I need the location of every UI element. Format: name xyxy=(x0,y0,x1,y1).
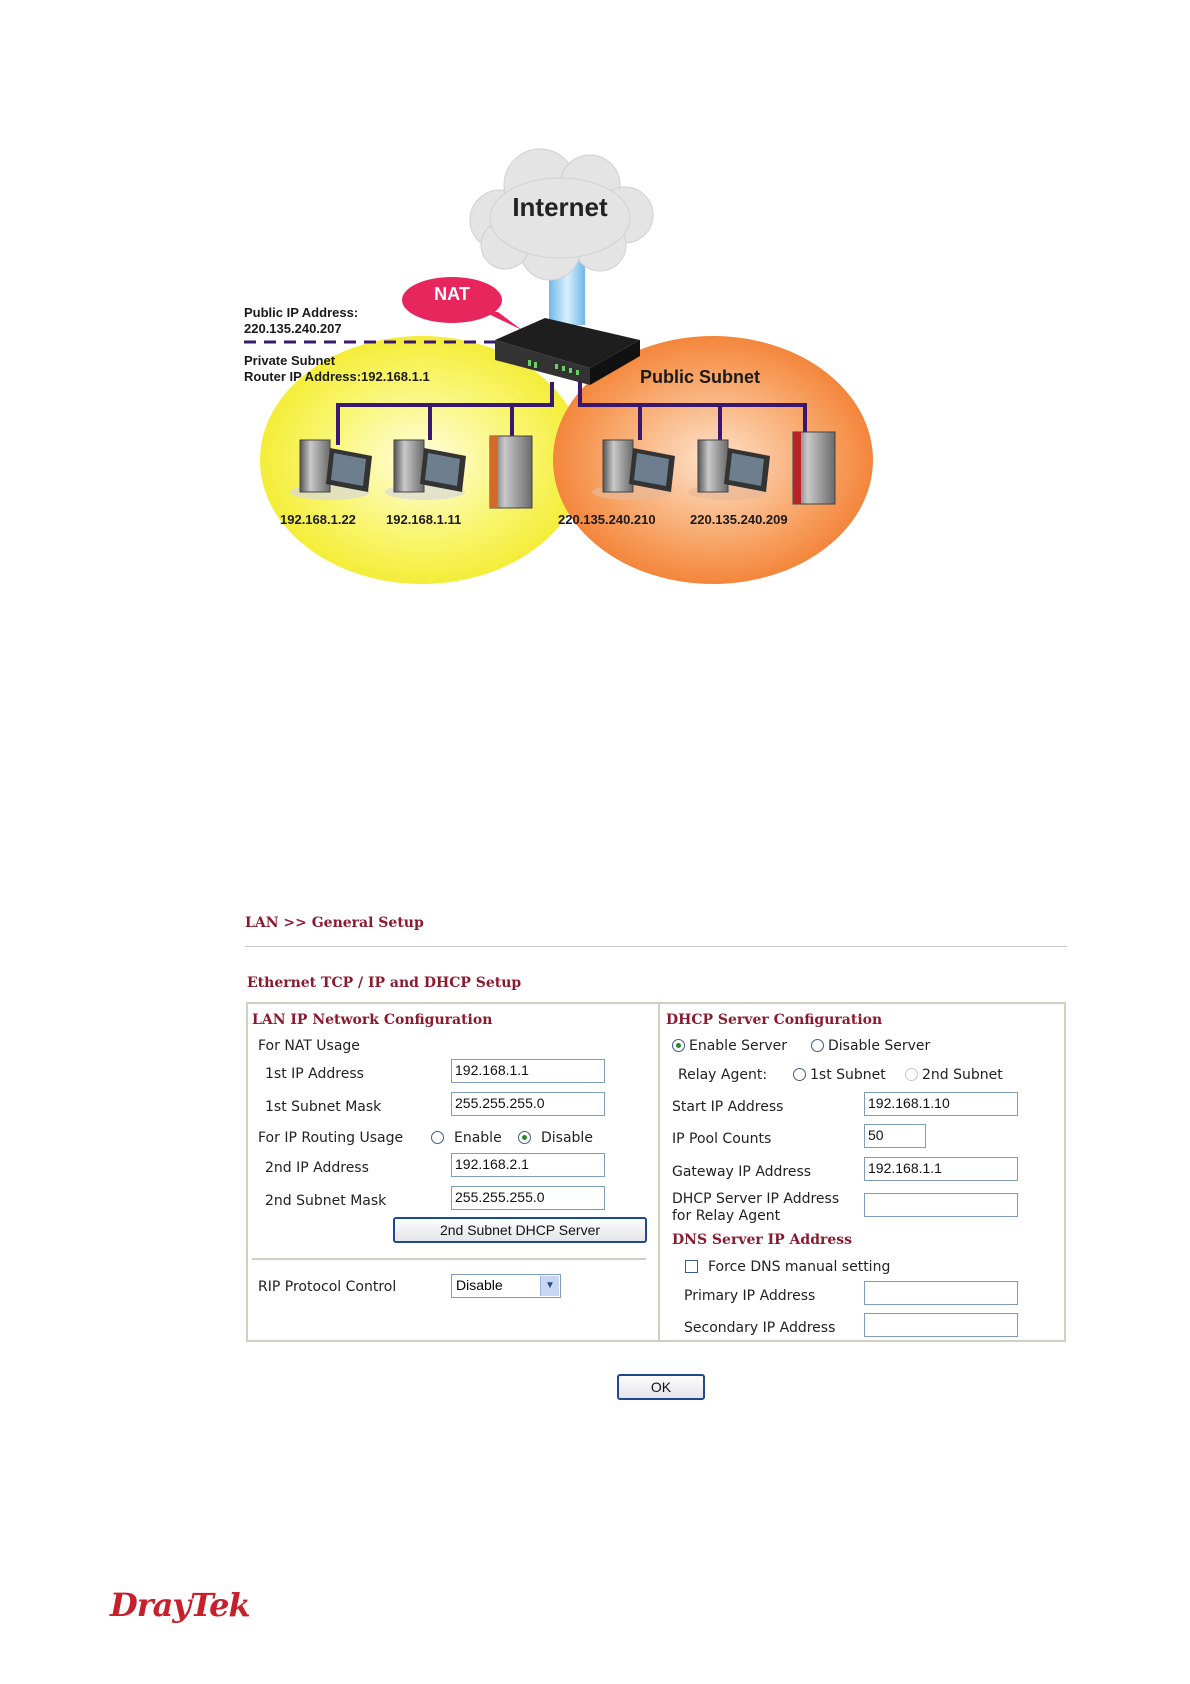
breadcrumb-divider xyxy=(245,946,1067,947)
ip1-label: 1st IP Address xyxy=(265,1066,364,1082)
lan-ip-config-title: LAN IP Network Configuration xyxy=(252,1012,493,1028)
rip-select[interactable]: Disable ▼ xyxy=(451,1274,561,1298)
public-host-ip-2: 220.135.240.209 xyxy=(690,512,788,527)
gateway-ip-label: Gateway IP Address xyxy=(672,1164,812,1180)
mask2-input[interactable]: 255.255.255.0 xyxy=(451,1186,605,1210)
private-subnet-title: Private Subnet xyxy=(244,353,336,368)
nat-usage-label: For NAT Usage xyxy=(258,1038,360,1054)
rip-label: RIP Protocol Control xyxy=(258,1279,397,1295)
nat-label: NAT xyxy=(434,284,470,304)
panel-divider xyxy=(658,1004,660,1340)
relay-2nd-label: 2nd Subnet xyxy=(922,1067,1003,1083)
network-diagram: Internet NAT Public IP Address: 220.135.… xyxy=(0,0,1190,620)
ethernet-setup-panel: LAN IP Network Configuration For NAT Usa… xyxy=(246,1002,1066,1342)
chevron-down-icon[interactable]: ▼ xyxy=(540,1276,559,1296)
relay-2nd-radio[interactable] xyxy=(905,1068,918,1081)
disable-server-radio[interactable] xyxy=(811,1039,824,1052)
secondary-dns-label: Secondary IP Address xyxy=(684,1320,836,1336)
public-host-ip-1: 220.135.240.210 xyxy=(558,512,656,527)
mask1-input[interactable]: 255.255.255.0 xyxy=(451,1092,605,1116)
relay-agent-label: Relay Agent: xyxy=(678,1067,768,1083)
internet-cloud-icon xyxy=(469,148,654,281)
routing-enable-radio[interactable] xyxy=(431,1131,444,1144)
disable-server-label: Disable Server xyxy=(828,1038,931,1054)
pc-icon-private-2 xyxy=(385,439,466,500)
ip1-input[interactable]: 192.168.1.1 xyxy=(451,1059,605,1083)
routing-disable-radio[interactable] xyxy=(518,1131,531,1144)
dhcp-server-ip-label: DHCP Server IP Address xyxy=(672,1191,840,1207)
relay-agent-sub-label: for Relay Agent xyxy=(672,1208,781,1224)
pool-counts-label: IP Pool Counts xyxy=(672,1131,772,1147)
gateway-ip-input[interactable]: 192.168.1.1 xyxy=(864,1157,1018,1181)
dns-server-title: DNS Server IP Address xyxy=(672,1232,853,1248)
server-icon-public xyxy=(792,431,836,505)
network-links xyxy=(336,382,807,445)
public-subnet-label: Public Subnet xyxy=(640,367,761,387)
draytek-logo: DrayTek xyxy=(110,1586,251,1624)
force-dns-label: Force DNS manual setting xyxy=(708,1259,891,1275)
pool-counts-input[interactable]: 50 xyxy=(864,1124,926,1148)
pc-icon-public-1 xyxy=(592,439,675,500)
force-dns-checkbox[interactable] xyxy=(685,1260,698,1273)
nat-bubble-icon xyxy=(402,277,522,330)
pc-icon-public-2 xyxy=(688,439,770,500)
relay-1st-label: 1st Subnet xyxy=(810,1067,886,1083)
routing-disable-label: Disable xyxy=(541,1130,593,1146)
enable-server-label: Enable Server xyxy=(689,1038,788,1054)
ip2-input[interactable]: 192.168.2.1 xyxy=(451,1153,605,1177)
public-ip-value: 220.135.240.207 xyxy=(244,321,342,336)
internet-label: Internet xyxy=(512,192,608,222)
public-ip-title: Public IP Address: xyxy=(244,305,359,320)
routing-usage-label: For IP Routing Usage xyxy=(258,1130,404,1146)
dhcp-server-ip-input[interactable] xyxy=(864,1193,1018,1217)
rip-select-value: Disable xyxy=(456,1277,503,1293)
start-ip-input[interactable]: 192.168.1.10 xyxy=(864,1092,1018,1116)
ok-button[interactable]: OK xyxy=(617,1374,705,1400)
router-ip-label: Router IP Address:192.168.1.1 xyxy=(244,369,430,384)
relay-1st-radio[interactable] xyxy=(793,1068,806,1081)
primary-dns-label: Primary IP Address xyxy=(684,1288,816,1304)
private-host-ip-2: 192.168.1.11 xyxy=(386,512,462,527)
routing-enable-label: Enable xyxy=(454,1130,502,1146)
start-ip-label: Start IP Address xyxy=(672,1099,784,1115)
enable-server-radio[interactable] xyxy=(672,1039,685,1052)
dhcp-config-title: DHCP Server Configuration xyxy=(666,1012,883,1028)
ip2-label: 2nd IP Address xyxy=(265,1160,369,1176)
private-host-ip-1: 192.168.1.22 xyxy=(280,512,356,527)
left-section-divider xyxy=(252,1258,646,1260)
network-diagram-graphic xyxy=(244,148,873,584)
router-icon xyxy=(495,318,640,385)
primary-dns-input[interactable] xyxy=(864,1281,1018,1305)
dhcp2-button[interactable]: 2nd Subnet DHCP Server xyxy=(393,1217,647,1243)
section-title: Ethernet TCP / IP and DHCP Setup xyxy=(247,975,522,991)
server-icon-private xyxy=(489,435,533,509)
mask1-label: 1st Subnet Mask xyxy=(265,1099,382,1115)
breadcrumb: LAN >> General Setup xyxy=(245,915,424,931)
mask2-label: 2nd Subnet Mask xyxy=(265,1193,387,1209)
secondary-dns-input[interactable] xyxy=(864,1313,1018,1337)
pc-icon-private-1 xyxy=(290,439,372,500)
